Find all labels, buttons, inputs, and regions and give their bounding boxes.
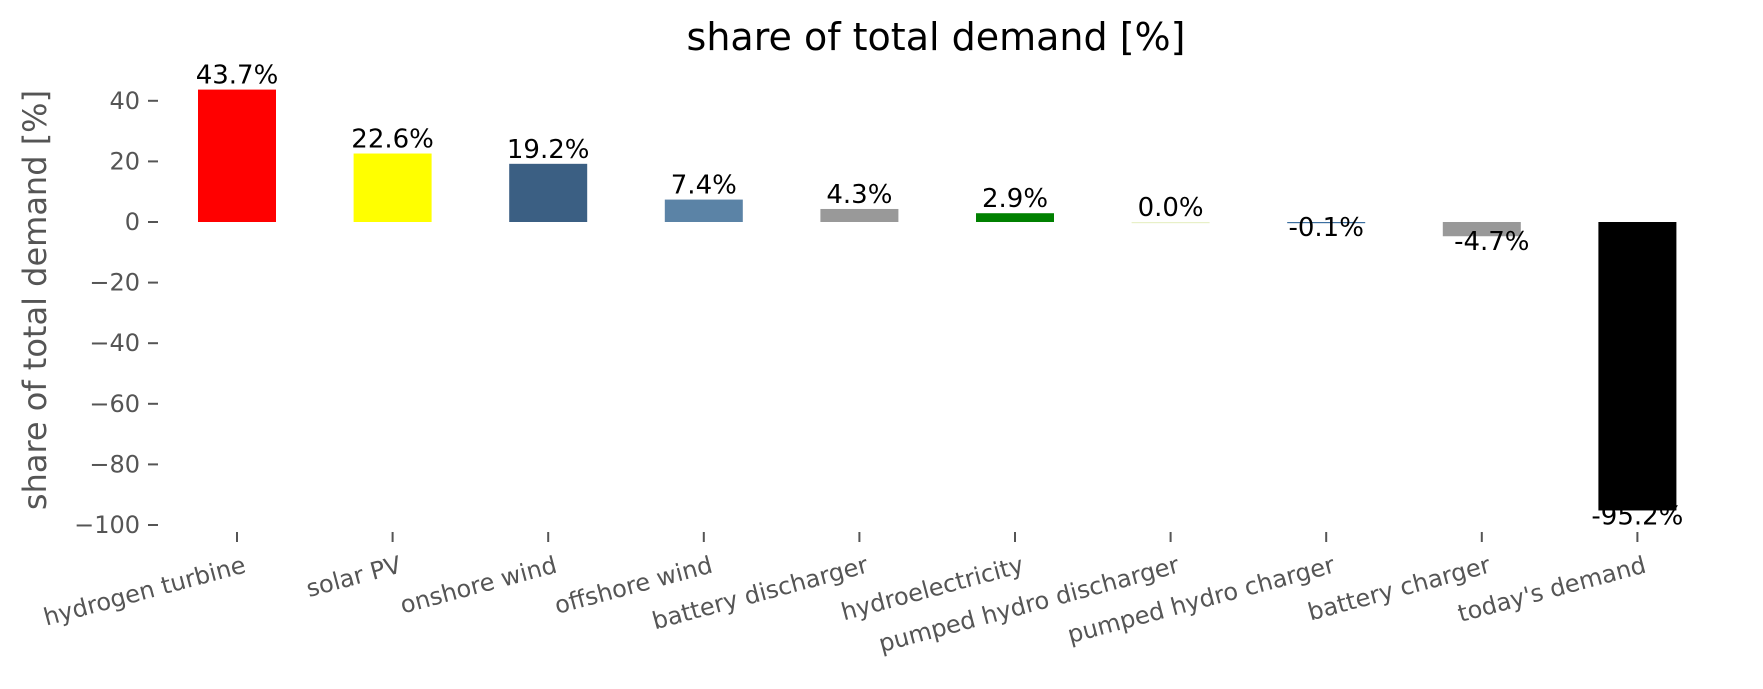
value-label: 22.6% [351, 125, 434, 155]
bars-group [198, 89, 1677, 511]
x-tick-label: hydrogen turbine [40, 551, 248, 632]
bar [1598, 222, 1677, 511]
y-tick-label: −20 [89, 269, 140, 297]
value-label: -4.7% [1454, 227, 1529, 257]
value-label: 19.2% [507, 135, 590, 165]
value-label: 0.0% [1138, 193, 1204, 223]
y-tick-label: −100 [74, 511, 140, 539]
y-tick-label: 40 [109, 87, 140, 115]
y-axis-ticks: 40 20 0 −20 −40 −60 −80 −100 [74, 87, 158, 539]
value-label: 7.4% [671, 171, 737, 201]
y-axis-label: share of total demand [%] [16, 90, 54, 510]
value-label: -95.2% [1591, 501, 1683, 531]
bar [509, 163, 588, 222]
bar [976, 213, 1054, 222]
bar [353, 153, 432, 222]
y-tick-label: 0 [125, 208, 140, 236]
bar [198, 89, 276, 223]
bar [1442, 222, 1521, 237]
bar [820, 208, 899, 222]
x-tick-label: pumped hydro charger [1064, 551, 1337, 649]
y-tick-label: −40 [89, 329, 140, 357]
value-label: -0.1% [1288, 213, 1363, 243]
value-label: 2.9% [982, 184, 1048, 214]
bar [1131, 222, 1210, 224]
y-tick-label: −80 [89, 450, 140, 478]
chart-title: share of total demand [%] [687, 15, 1186, 59]
bar [664, 199, 743, 222]
y-tick-label: 20 [109, 147, 140, 175]
bar [1287, 222, 1366, 224]
x-tick-label: solar PV [303, 551, 404, 603]
value-label: 43.7% [196, 61, 279, 91]
value-labels-group: 43.7% 22.6% 19.2% 7.4% 4.3% 2.9% 0.0% -0.1% -4.7… [196, 61, 1684, 532]
value-label: 4.3% [826, 180, 892, 210]
x-tick-label: onshore wind [397, 551, 560, 620]
y-tick-label: −60 [89, 390, 140, 418]
